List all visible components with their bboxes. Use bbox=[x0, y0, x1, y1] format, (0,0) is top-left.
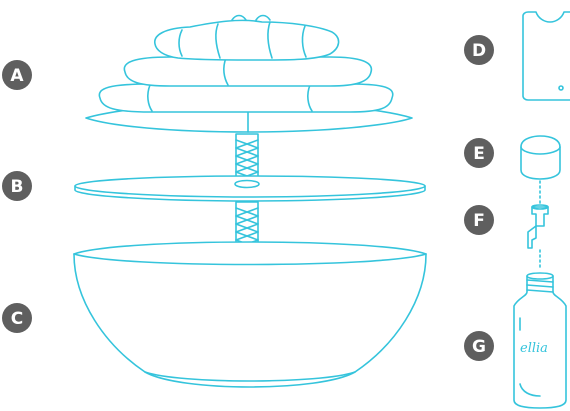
label-g-text: G bbox=[472, 337, 486, 357]
label-b-text: B bbox=[11, 177, 24, 197]
label-f: F bbox=[464, 205, 494, 235]
part-e-cap bbox=[520, 135, 561, 180]
label-a-text: A bbox=[10, 66, 24, 86]
label-c-text: C bbox=[11, 309, 23, 329]
label-f-text: F bbox=[473, 211, 485, 231]
part-a-petal-top bbox=[85, 14, 413, 133]
part-f-dropper-tip bbox=[527, 204, 549, 249]
label-g: G bbox=[464, 331, 494, 361]
label-e-text: E bbox=[473, 144, 485, 164]
part-c-bowl bbox=[73, 241, 427, 388]
part-g-bottle: ellia bbox=[513, 272, 567, 409]
part-b-plate bbox=[74, 175, 426, 202]
label-e: E bbox=[464, 138, 494, 168]
stem-upper bbox=[235, 133, 259, 185]
label-a: A bbox=[2, 60, 32, 90]
label-b: B bbox=[2, 171, 32, 201]
part-d-card bbox=[522, 11, 570, 101]
label-d-text: D bbox=[472, 41, 486, 61]
label-d: D bbox=[464, 35, 494, 65]
label-c: C bbox=[2, 303, 32, 333]
bottle-logo-text: ellia bbox=[520, 341, 548, 356]
